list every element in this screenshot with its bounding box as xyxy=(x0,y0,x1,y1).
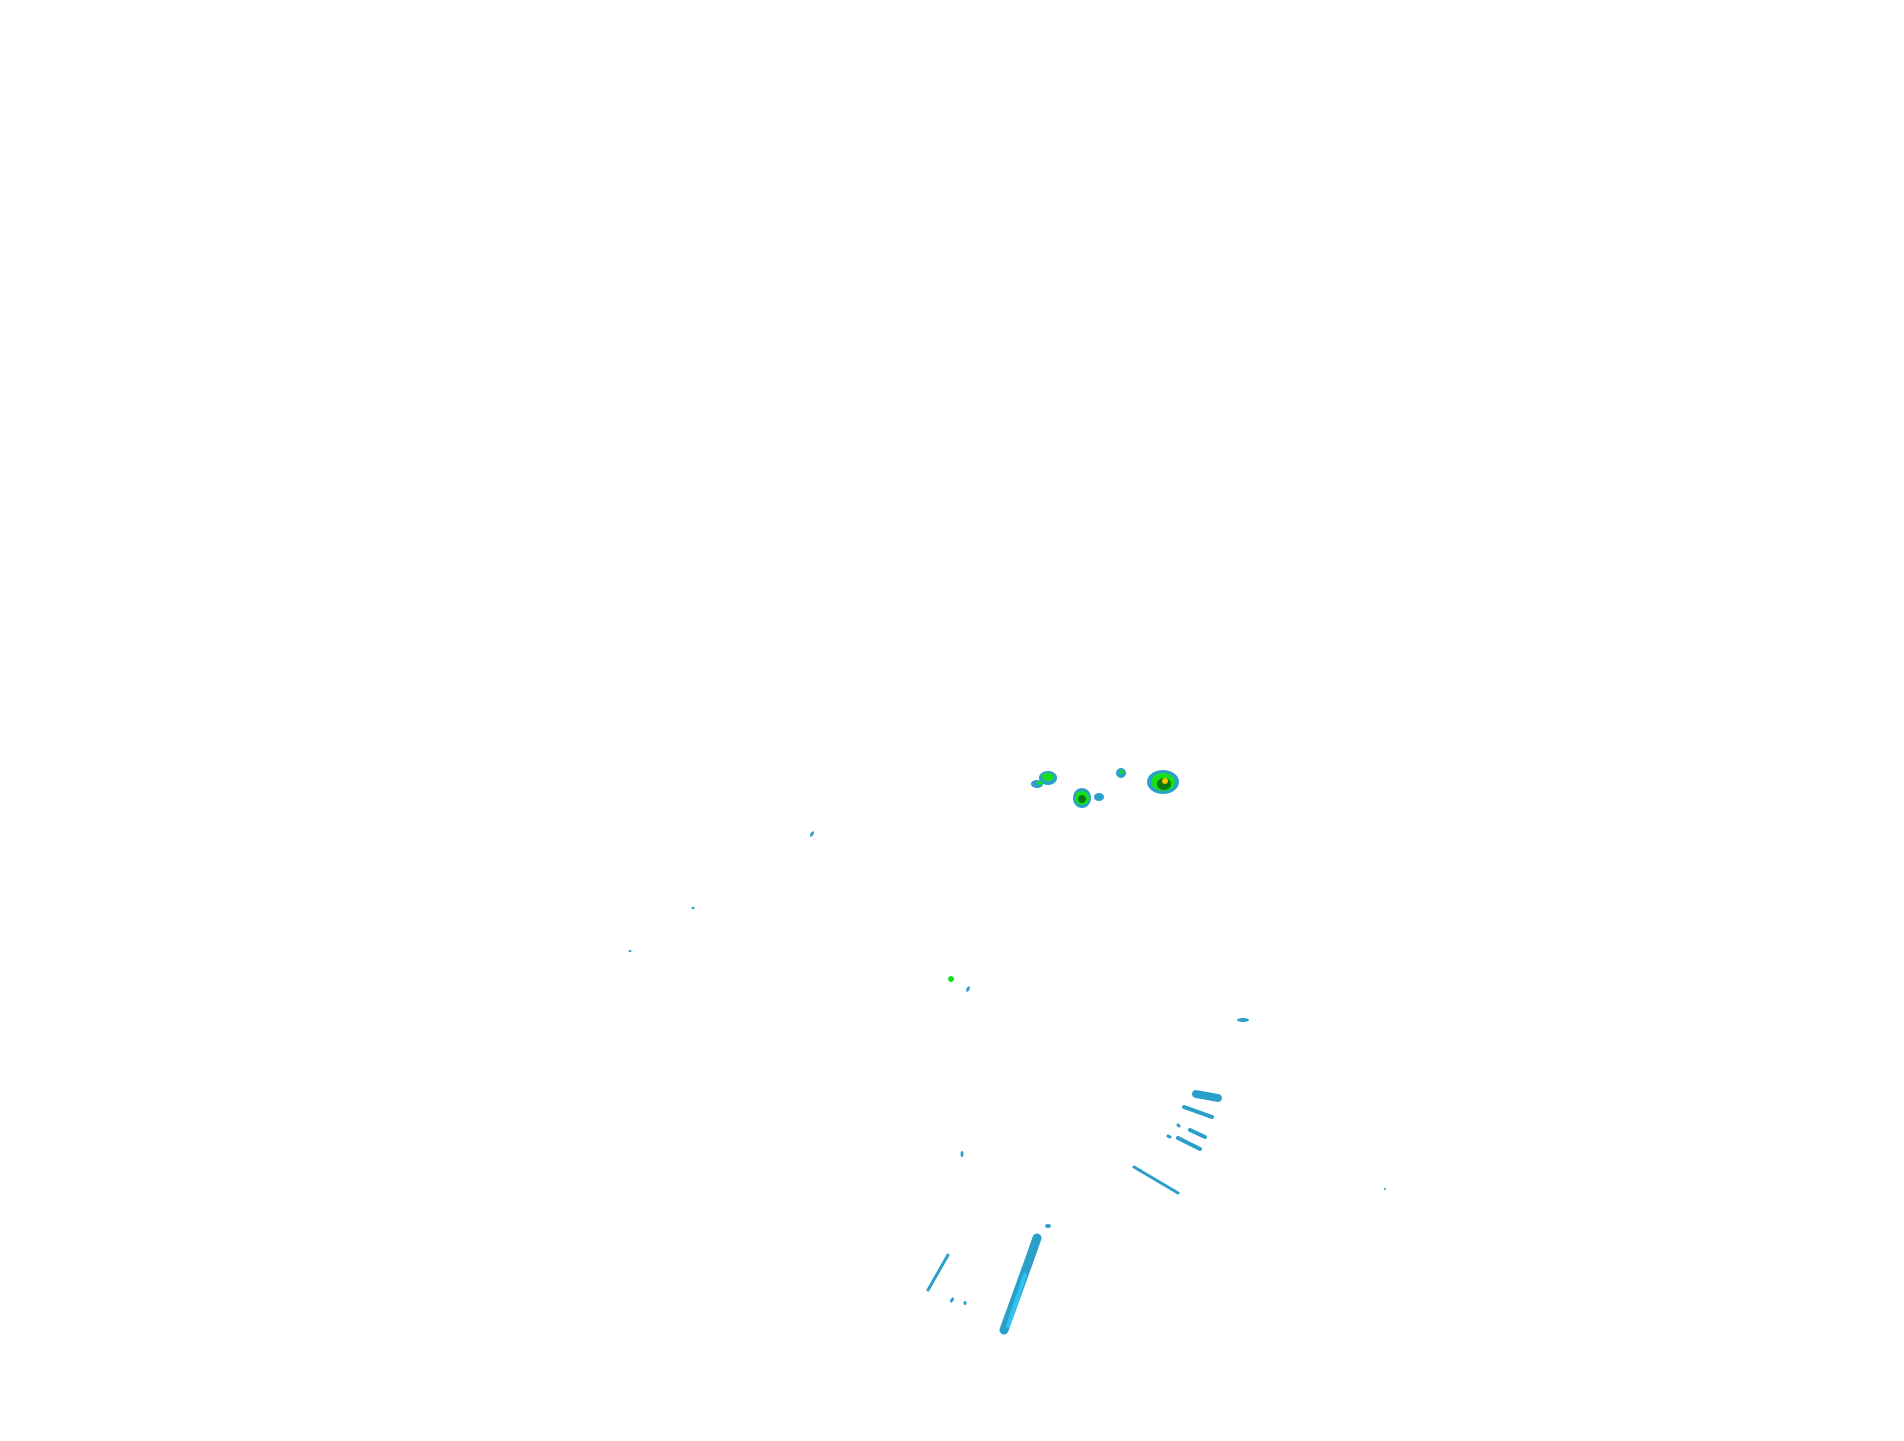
storm-cell-east xyxy=(1147,770,1179,794)
storm-cell-west xyxy=(1031,771,1057,788)
storm-cell-central xyxy=(1073,788,1104,808)
scattered-echoes xyxy=(628,831,1386,1305)
storm-cell-small xyxy=(1116,768,1126,778)
radar-streaks xyxy=(926,1090,1222,1335)
